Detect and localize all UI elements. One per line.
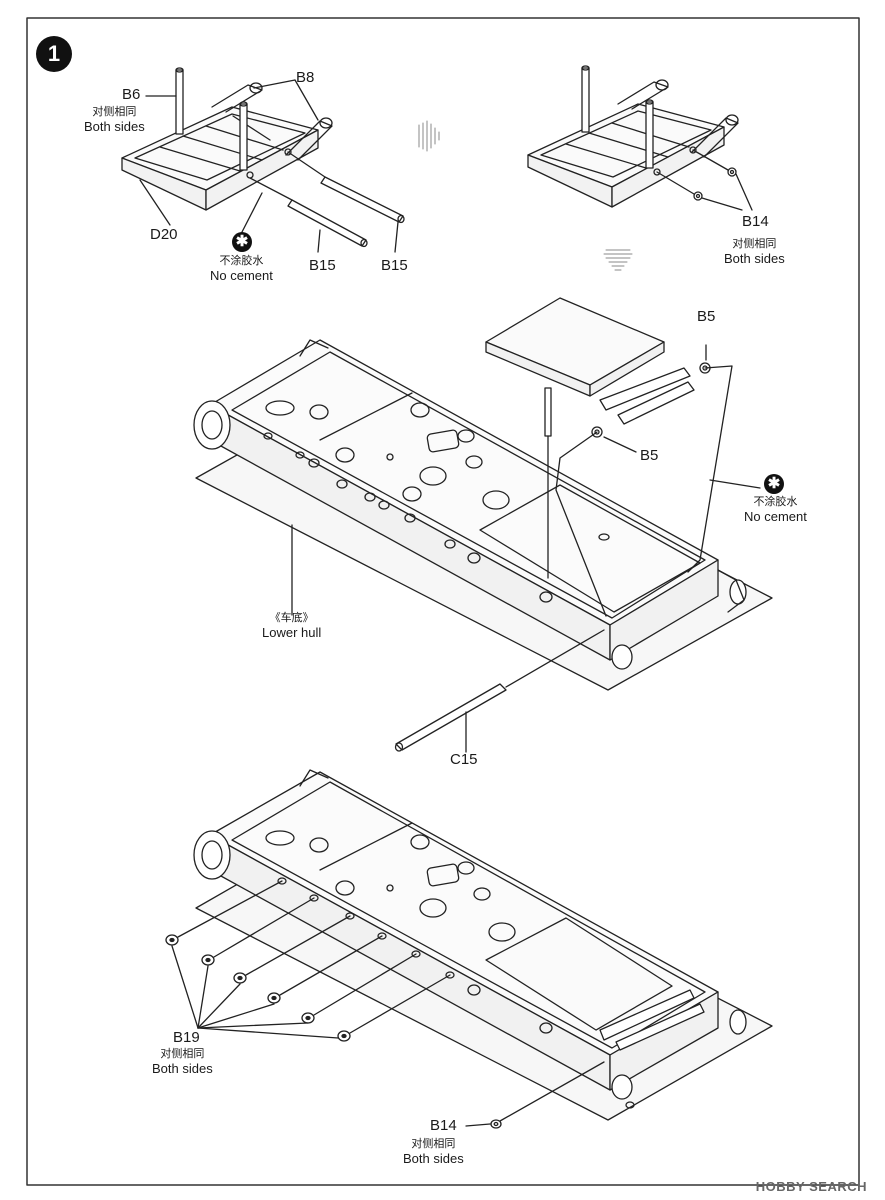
step-number-badge: 1 bbox=[36, 36, 72, 72]
no-cement-en: No cement bbox=[210, 268, 273, 283]
no-cement-icon: ✱ bbox=[232, 232, 252, 252]
no-cement-note: 不涂胶水 No cement bbox=[744, 496, 807, 524]
part-label-b6: B6 bbox=[122, 86, 141, 103]
no-cement-en: No cement bbox=[744, 509, 807, 524]
lower-hull-cn: 《车底》 bbox=[269, 612, 314, 624]
lower-hull-note: 《车底》 Lower hull bbox=[262, 612, 321, 640]
lower-hull-en: Lower hull bbox=[262, 625, 322, 640]
both-sides-cn: 对侧相同 bbox=[160, 1048, 205, 1060]
both-sides-note: 对侧相同 Both sides bbox=[403, 1138, 464, 1166]
no-cement-cn: 不涂胶水 bbox=[753, 496, 798, 508]
part-label-b15: B15 bbox=[309, 257, 336, 274]
arrow-down-icon bbox=[603, 249, 633, 271]
both-sides-en: Both sides bbox=[724, 251, 785, 266]
part-label-b14: B14 bbox=[742, 213, 769, 230]
both-sides-cn: 对侧相同 bbox=[411, 1138, 456, 1150]
both-sides-en: Both sides bbox=[403, 1151, 464, 1166]
part-label-b14: B14 bbox=[430, 1117, 457, 1134]
lower-hull-final bbox=[165, 769, 773, 1129]
both-sides-en: Both sides bbox=[84, 119, 145, 134]
part-label-b8: B8 bbox=[296, 69, 315, 86]
both-sides-note: 对侧相同 Both sides bbox=[84, 106, 145, 134]
both-sides-en: Both sides bbox=[152, 1061, 213, 1076]
no-cement-icon: ✱ bbox=[764, 474, 784, 494]
part-label-b15: B15 bbox=[381, 257, 408, 274]
part-label-b5: B5 bbox=[640, 447, 659, 464]
arrow-right-icon bbox=[418, 120, 440, 152]
part-label-b5: B5 bbox=[697, 308, 716, 325]
both-sides-note: 对侧相同 Both sides bbox=[724, 238, 785, 266]
page-border bbox=[26, 17, 860, 1186]
lower-hull-assembly bbox=[193, 297, 773, 753]
no-cement-note: 不涂胶水 No cement bbox=[210, 255, 273, 283]
both-sides-note: 对侧相同 Both sides bbox=[152, 1048, 213, 1076]
part-label-c15: C15 bbox=[450, 751, 478, 768]
both-sides-cn: 对侧相同 bbox=[732, 238, 777, 250]
watermark-text: HOBBY SEARCH bbox=[755, 1179, 867, 1194]
part-label-b19: B19 bbox=[173, 1029, 200, 1046]
no-cement-cn: 不涂胶水 bbox=[219, 255, 264, 267]
rack-assembly-right bbox=[527, 65, 753, 211]
both-sides-cn: 对侧相同 bbox=[92, 106, 137, 118]
rack-assembly-left bbox=[121, 67, 405, 253]
part-label-d20: D20 bbox=[150, 226, 178, 243]
